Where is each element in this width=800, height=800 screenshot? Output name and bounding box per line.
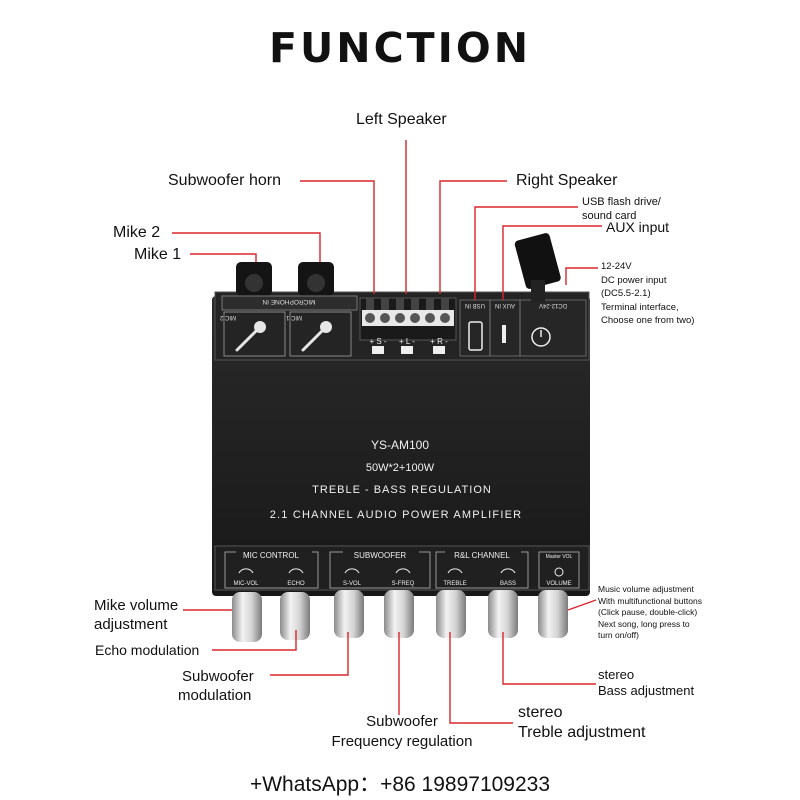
board-regulation: TREBLE - BASS REGULATION: [312, 484, 492, 496]
knob-mic-vol: [232, 592, 262, 642]
group-mic-control: MIC CONTROL: [243, 551, 300, 560]
callout-sub-modulation: Subwoofer modulation: [178, 668, 254, 704]
board-channel: 2.1 CHANNEL AUDIO POWER AMPLIFIER: [270, 509, 523, 521]
label-term-r: + R -: [430, 337, 448, 346]
callout-treble: stereo Treble adjustment: [518, 704, 646, 741]
mic-jacks: [236, 262, 334, 296]
label-mic-in: MICROPHONE IN: [262, 298, 315, 305]
knob-label-treble: TREBLE: [443, 581, 466, 587]
board-model: YS-AM100: [371, 438, 429, 452]
knob-echo: [280, 592, 310, 640]
dc-plug: [514, 233, 561, 302]
knob-label-volume: VOLUME: [546, 581, 571, 587]
label-mic2: MIC 2: [219, 314, 236, 320]
group-rl-channel: R&L CHANNEL: [454, 551, 510, 560]
callout-bass: stereo Bass adjustment: [598, 667, 695, 698]
label-term-sub: + S -: [369, 337, 386, 346]
callout-sub-freq: Subwoofer Frequency regulation: [331, 713, 473, 750]
aux-jack-icon: [502, 325, 506, 343]
master-vol-label: Master VOL: [546, 554, 573, 560]
callout-dc-power: 12-24V DC power input (DC5.5-2.1) Termin…: [601, 261, 695, 326]
knob-label-mic-vol: MIC-VOL: [233, 581, 259, 587]
usb-port-icon: [468, 321, 483, 351]
callout-usb: USB flash drive/ sound card: [582, 196, 661, 222]
callout-music-volume: Music volume adjustment With multifuncti…: [598, 584, 702, 640]
callout-mike-volume: Mike volume adjustment: [94, 597, 179, 633]
leader-lines: [172, 140, 602, 724]
label-usb-in: USB IN: [465, 302, 485, 308]
knob-treble: [436, 590, 466, 638]
knob-label-s-vol: S-VOL: [343, 581, 362, 587]
label-mic1: MIC 1: [285, 314, 302, 320]
knob-label-echo: ECHO: [287, 581, 305, 587]
callout-aux: AUX input: [606, 219, 670, 235]
label-dc-in: DC12-24V: [539, 302, 567, 308]
callout-mike2: Mike 2: [113, 224, 161, 241]
callout-right-speaker: Right Speaker: [516, 172, 618, 189]
knob-label-s-freq: S-FREQ: [392, 581, 415, 587]
label-aux-in: AUX IN: [495, 302, 515, 308]
board-body: [212, 296, 590, 596]
page-title: FUNCTION: [268, 24, 532, 72]
knob-s-freq: [384, 590, 414, 638]
callout-subwoofer-horn: Subwoofer horn: [168, 172, 281, 189]
callout-left-speaker: Left Speaker: [356, 111, 447, 128]
speaker-terminals: + S - + L - + R -: [359, 297, 457, 354]
label-term-l: + L -: [399, 337, 415, 346]
callout-mike1: Mike 1: [134, 246, 182, 263]
footer-contact: +WhatsApp：+86 19897109233: [249, 773, 551, 796]
knob-volume: [538, 590, 568, 638]
knob-label-bass: BASS: [500, 581, 516, 587]
knobs: [232, 590, 568, 642]
callout-echo: Echo modulation: [95, 642, 200, 658]
board-power: 50W*2+100W: [366, 462, 435, 474]
knob-s-vol: [334, 590, 364, 638]
knob-bass: [488, 590, 518, 638]
dc-power-icon: [531, 327, 551, 347]
group-subwoofer: SUBWOOFER: [354, 551, 407, 560]
